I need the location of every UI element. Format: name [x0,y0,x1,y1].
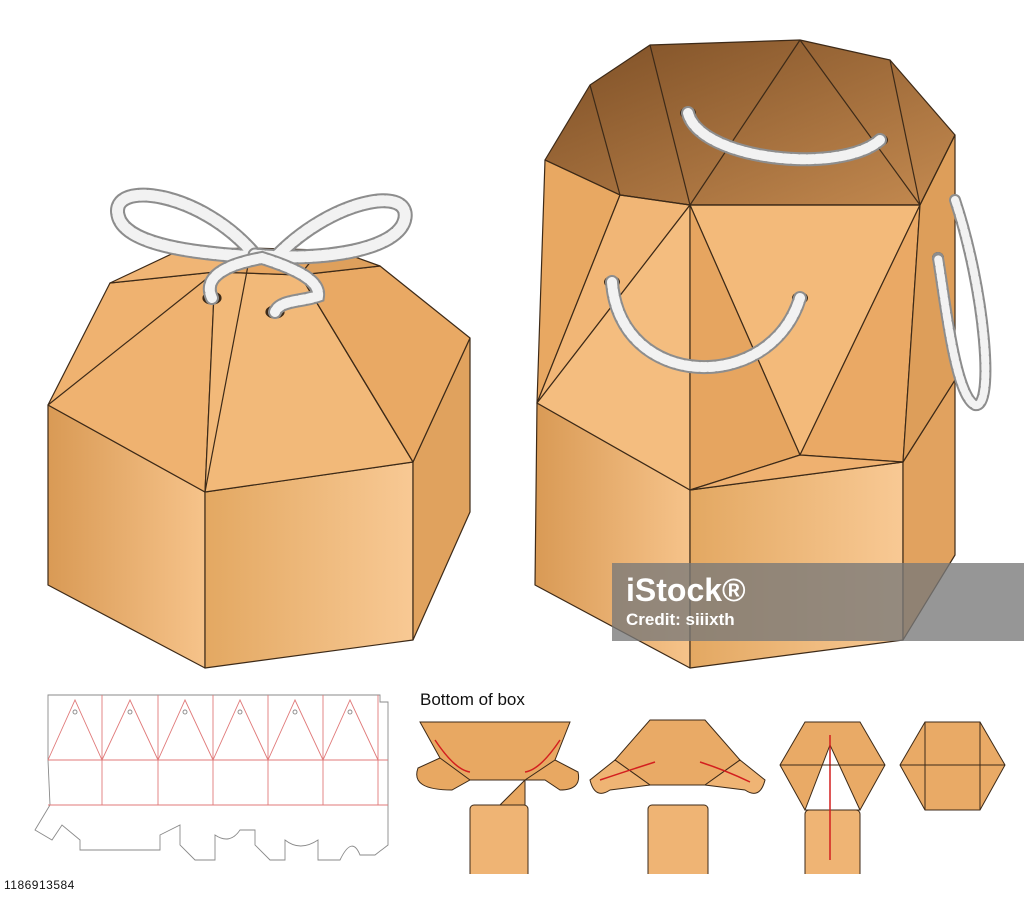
watermark-banner [612,563,1024,641]
folding-step-4 [899,721,1006,811]
bottom-of-box-label: Bottom of box [420,690,525,709]
watermark-logo: iStock® [626,572,746,608]
id-strip [0,874,1024,904]
box-front-face [204,461,414,669]
bag-handles [604,106,992,411]
watermark-credit: Credit: siiixth [626,610,735,629]
image-id: 1186913584 [4,878,75,892]
folding-step-1 [416,721,580,886]
bag-interior [544,39,956,206]
dieline-template [34,694,389,861]
closed-hexagon-box [47,247,471,669]
folding-step-2 [589,719,766,886]
rope-bow [110,187,413,319]
folding-step-3 [779,721,886,886]
bag-upper-panel [689,454,904,491]
